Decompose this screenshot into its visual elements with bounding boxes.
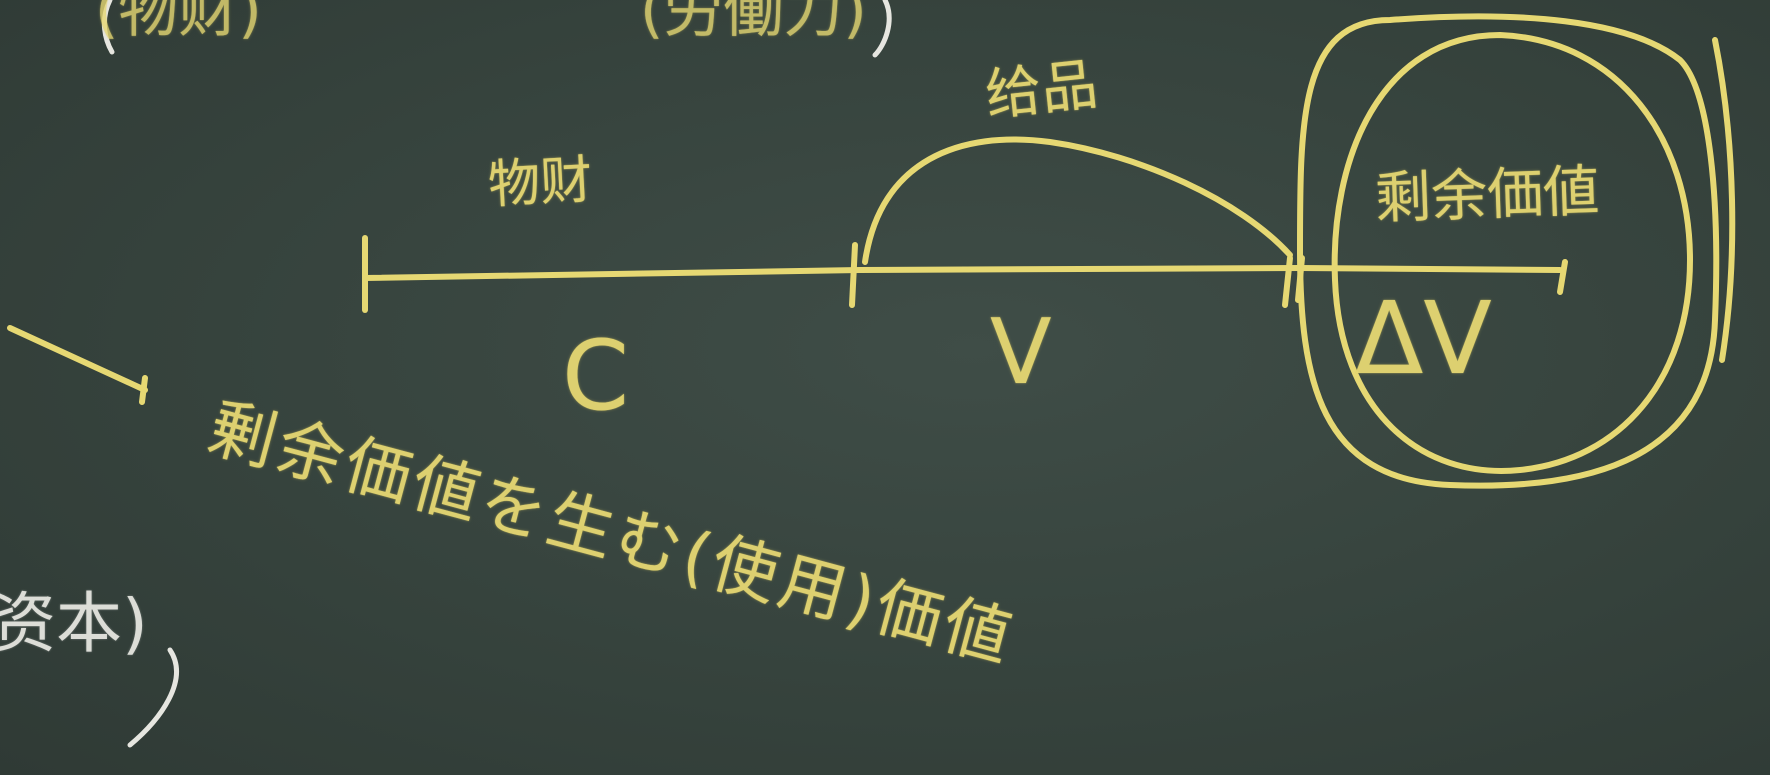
pointer-line (7, 325, 148, 393)
bracket-bottom (127, 647, 179, 748)
tick-v-dv (1282, 255, 1293, 308)
bracket-top-mid-right (872, 0, 892, 58)
partial-bottom-left-text: 资本) (0, 585, 148, 662)
materials-label: 物财 (486, 150, 594, 216)
surplus-value-symbol: ΔV (1355, 280, 1492, 397)
surplus-circle-stroke (1712, 37, 1736, 363)
pointer-tip (139, 375, 148, 405)
partial-top-left-text: (物财) (95, 0, 262, 46)
tick-c-v (849, 242, 858, 308)
surplus-value-circled-label: 剩余価値 (1374, 159, 1601, 232)
constant-capital-label: C (562, 320, 630, 432)
surplus-circle-outer (1297, 13, 1720, 489)
partial-top-mid-text: (労働力) (640, 0, 867, 46)
variable-capital-label: V (990, 300, 1052, 405)
tick-end (1557, 259, 1568, 295)
bracket-top-left (101, 0, 115, 55)
timeline-line (362, 265, 1563, 281)
wages-arc (862, 136, 1293, 265)
wages-label: 给品 (982, 52, 1101, 129)
surplus-circle-inner (1331, 32, 1693, 474)
